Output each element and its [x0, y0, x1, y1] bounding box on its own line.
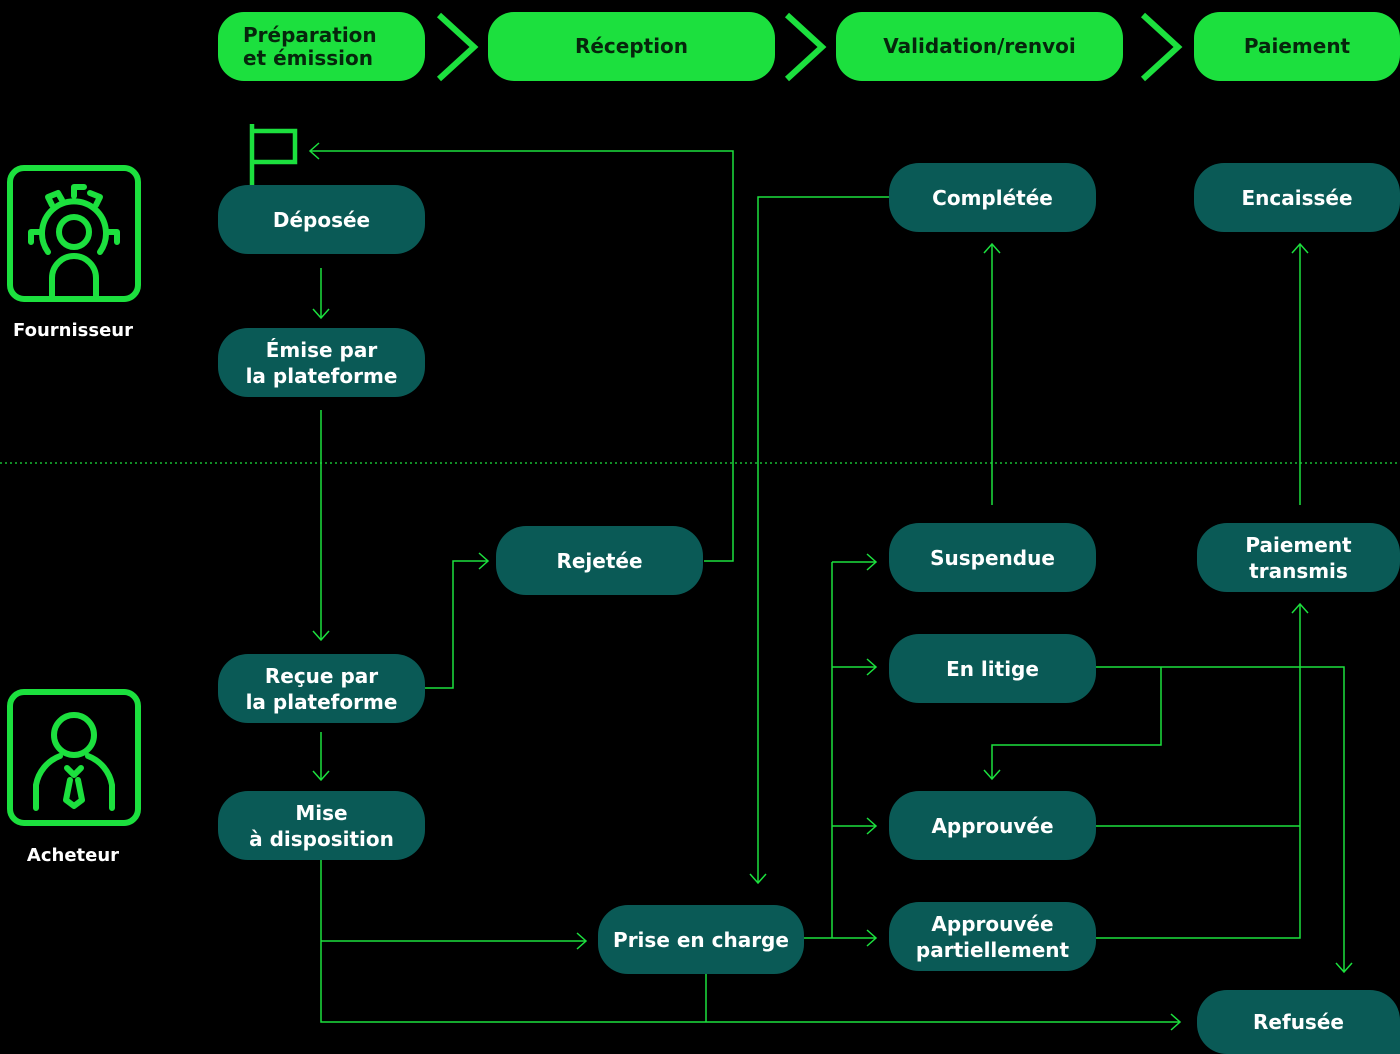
node-encaissee: Encaissée — [1194, 163, 1400, 232]
node-mise-a-disposition: Mise à disposition — [218, 791, 425, 860]
node-label: Approuvée partiellement — [915, 911, 1070, 962]
node-en-litige: En litige — [889, 634, 1096, 703]
node-label: Refusée — [1253, 1010, 1344, 1034]
chevron-icon — [1140, 12, 1183, 82]
node-completee: Complétée — [889, 163, 1096, 232]
phase-reception: Réception — [488, 12, 775, 81]
flag-icon — [249, 124, 298, 186]
phase-label: Paiement — [1243, 34, 1351, 58]
phase-label: Préparation et émission — [243, 22, 377, 70]
phase-validation: Validation/renvoi — [836, 12, 1123, 81]
buyer-person-tie-icon — [7, 689, 141, 826]
phase-paiement: Paiement — [1194, 12, 1400, 81]
actor-label-acheteur: Acheteur — [26, 845, 120, 866]
phase-preparation: Préparation et émission — [218, 12, 425, 81]
supplier-gear-person-icon — [7, 165, 141, 302]
node-paiement-transmis: Paiement transmis — [1197, 523, 1400, 592]
node-label: Prise en charge — [613, 927, 789, 952]
phase-label: Validation/renvoi — [883, 34, 1076, 58]
node-rejetee: Rejetée — [496, 526, 703, 595]
node-label: Paiement transmis — [1245, 532, 1352, 583]
chevron-icon — [784, 12, 827, 82]
node-label: Déposée — [272, 207, 371, 232]
node-suspendue: Suspendue — [889, 523, 1096, 592]
node-label: Mise à disposition — [249, 800, 394, 851]
node-label: Complétée — [932, 185, 1053, 210]
node-label: Suspendue — [930, 545, 1055, 570]
chevron-icon — [436, 12, 479, 82]
node-label: En litige — [946, 656, 1039, 681]
node-label: Reçue par la plateforme — [245, 663, 398, 714]
node-approuvee: Approuvée — [889, 791, 1096, 860]
node-recue: Reçue par la plateforme — [218, 654, 425, 723]
node-emise: Émise par la plateforme — [218, 328, 425, 397]
phase-label: Réception — [574, 34, 689, 58]
node-refusee: Refusée — [1197, 990, 1400, 1054]
node-prise-en-charge: Prise en charge — [598, 905, 804, 974]
node-label: Encaissée — [1241, 185, 1353, 210]
node-label: Approuvée — [931, 813, 1054, 838]
node-deposee: Déposée — [218, 185, 425, 254]
actor-label-fournisseur: Fournisseur — [13, 320, 133, 341]
node-label: Rejetée — [556, 548, 643, 573]
node-approuvee-partiellement: Approuvée partiellement — [889, 902, 1096, 971]
node-label: Émise par la plateforme — [245, 337, 398, 388]
